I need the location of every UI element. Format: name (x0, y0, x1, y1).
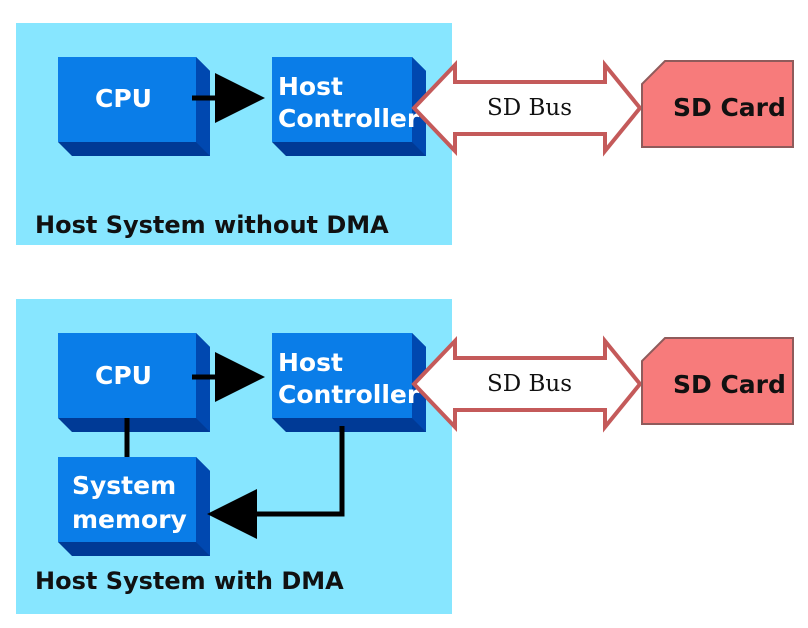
host-controller-label-line2: Controller (278, 104, 420, 133)
host-controller-label-line2: Controller (278, 380, 420, 409)
panel-label: Host System with DMA (35, 567, 344, 595)
cpu-label: CPU (95, 361, 152, 390)
panel-label: Host System without DMA (35, 211, 389, 239)
system-memory-box: System memory (58, 457, 210, 556)
system-memory-label-line1: System (72, 471, 176, 500)
system-memory-label-line2: memory (72, 505, 187, 534)
sd-card (641, 337, 794, 425)
diagram-without-dma: CPU Host Controller SD Bus SD Card Host … (16, 23, 794, 245)
sd-bus-label: SD Bus (487, 371, 572, 397)
cpu-box: CPU (58, 57, 210, 156)
sd-bus-arrow (411, 59, 643, 157)
host-controller-box: Host Controller (272, 333, 426, 432)
sd-card-label: SD Card (673, 370, 786, 399)
host-controller-label-line1: Host (278, 348, 343, 377)
diagram-with-dma: CPU Host Controller System memory SD Bus (16, 299, 794, 614)
cpu-label: CPU (95, 84, 152, 113)
cpu-box: CPU (58, 333, 210, 432)
host-controller-label-line1: Host (278, 72, 343, 101)
sd-card (641, 60, 794, 148)
dma-path-arrow (207, 426, 345, 539)
sd-bus-label: SD Bus (487, 95, 572, 121)
host-controller-box: Host Controller (272, 57, 426, 156)
sd-bus-arrow (411, 335, 643, 433)
sd-card-label: SD Card (673, 93, 786, 122)
